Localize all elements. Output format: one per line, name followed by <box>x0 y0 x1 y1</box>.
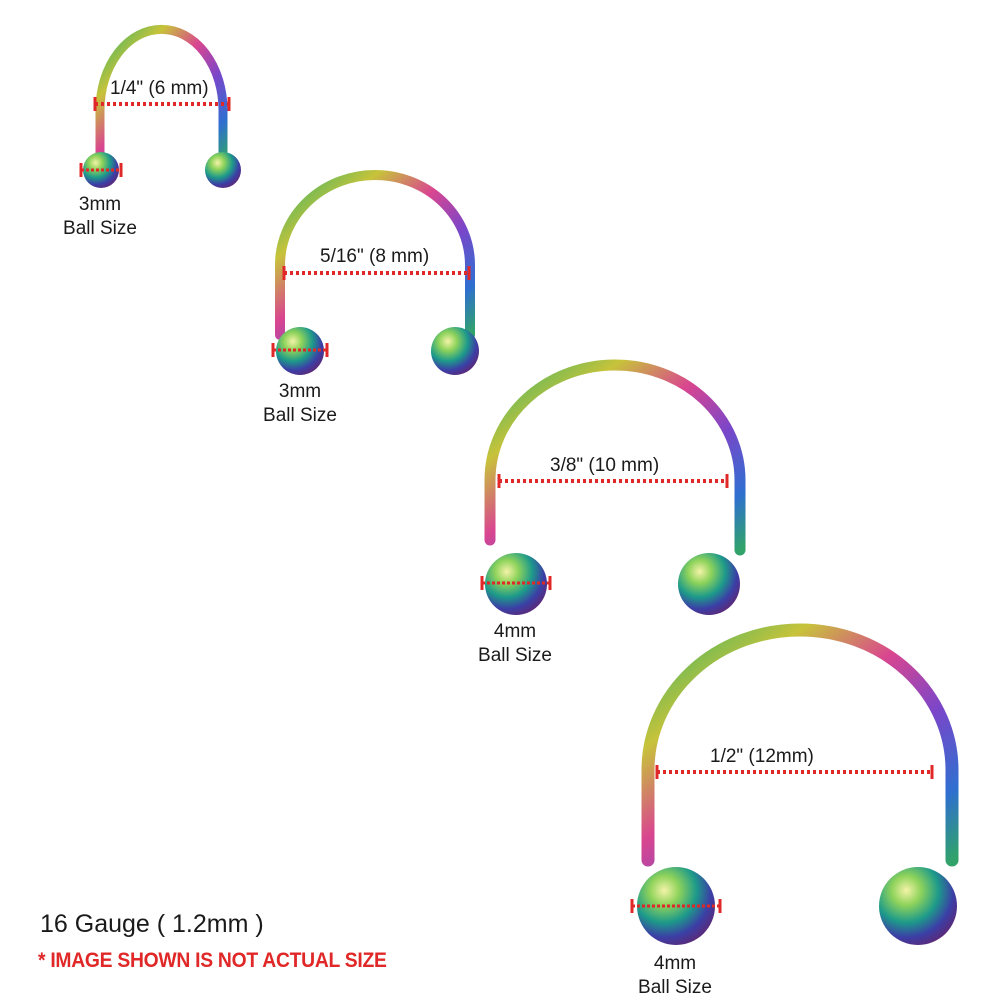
ring-4-ball-right <box>879 867 957 945</box>
ring-3-ball-size: 4mm Ball Size <box>470 620 560 668</box>
size-disclaimer: * IMAGE SHOWN IS NOT ACTUAL SIZE <box>38 949 387 972</box>
ring-1-arc <box>95 24 228 167</box>
ring-4-arc <box>641 623 959 867</box>
ring-3 <box>480 359 746 615</box>
ring-1 <box>79 24 241 188</box>
ring-3-ball-right <box>678 553 740 615</box>
ring-3-ball-left <box>485 553 547 615</box>
ring-3-ball-size-value: 4mm <box>493 621 537 642</box>
ring-3-arc <box>484 359 746 556</box>
ring-4-ball-left <box>637 867 715 945</box>
ring-4-ball-size-caption: Ball Size <box>638 976 712 998</box>
ring-4-ball-size-value: 4mm <box>653 953 697 974</box>
ring-1-ball-right <box>205 152 241 188</box>
gauge-label: 16 Gauge ( 1.2mm ) <box>40 910 264 938</box>
ring-2-arc <box>275 170 475 340</box>
ring-4-ball-size: 4mm Ball Size <box>630 952 720 1000</box>
ring-3-ball-size-caption: Ball Size <box>478 644 552 666</box>
ring-2-ball-size-value: 3mm <box>278 381 322 402</box>
ring-3-diameter-label: 3/8" (10 mm) <box>550 455 660 476</box>
ring-2 <box>271 170 479 375</box>
ring-1-ball-size-caption: Ball Size <box>63 217 137 239</box>
ring-2-ball-size-caption: Ball Size <box>263 404 337 426</box>
ring-2-ball-size: 3mm Ball Size <box>255 380 345 428</box>
ring-1-ball-size: 3mm Ball Size <box>55 193 145 241</box>
ring-4 <box>630 623 959 945</box>
ring-4-diameter-label: 1/2" (12mm) <box>710 746 814 767</box>
ring-1-ball-size-value: 3mm <box>78 194 122 215</box>
ring-1-diameter-label: 1/4" (6 mm) <box>110 78 209 99</box>
ring-2-ball-right <box>431 327 479 375</box>
ring-2-diameter-label: 5/16" (8 mm) <box>320 246 430 267</box>
